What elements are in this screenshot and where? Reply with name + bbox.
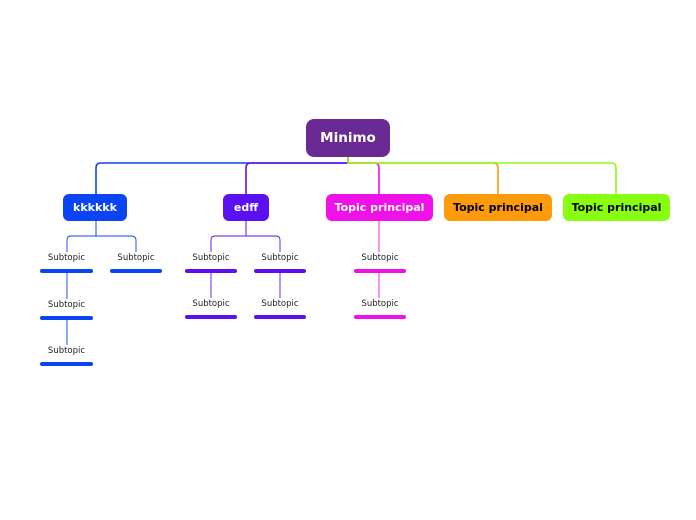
- subtopic-underline: [254, 315, 306, 319]
- subtopic-label: Subtopic: [47, 300, 86, 310]
- subtopic[interactable]: Subtopic: [354, 299, 406, 319]
- main-topic-edff[interactable]: edff: [223, 194, 269, 221]
- subtopic[interactable]: Subtopic: [40, 300, 93, 320]
- subtopic-label: Subtopic: [47, 253, 86, 263]
- subtopic-label: Subtopic: [361, 299, 399, 309]
- subtopic-label: Subtopic: [117, 253, 155, 263]
- subtopic[interactable]: Subtopic: [254, 253, 306, 273]
- central-topic[interactable]: Minimo: [306, 119, 390, 157]
- subtopic-underline: [40, 316, 93, 320]
- subtopic-underline: [40, 269, 93, 273]
- connector-kkkkkk-sub-left: [66, 221, 97, 252]
- connector-central-edff: [245, 157, 349, 194]
- subtopic[interactable]: Subtopic: [40, 346, 93, 366]
- subtopic-underline: [185, 315, 237, 319]
- subtopic-label: Subtopic: [261, 253, 299, 263]
- main-topic-label: kkkkkk: [73, 201, 117, 214]
- connector-edff-sub-right: [245, 221, 281, 252]
- subtopic-underline: [354, 315, 406, 319]
- main-topic-label: Topic principal: [571, 201, 662, 214]
- main-topic-principal-1[interactable]: Topic principal: [326, 194, 433, 221]
- main-topic-principal-3[interactable]: Topic principal: [563, 194, 670, 221]
- connector-edff-sub-left: [210, 221, 247, 252]
- subtopic-underline: [354, 269, 406, 273]
- connector-central-principal-3: [347, 157, 617, 194]
- subtopic[interactable]: Subtopic: [40, 253, 93, 273]
- subtopic-label: Subtopic: [47, 346, 86, 356]
- connector-central-kkkkkk: [95, 157, 349, 194]
- subtopic-label: Subtopic: [192, 299, 230, 309]
- subtopic[interactable]: Subtopic: [110, 253, 162, 273]
- connector-kkkkkk-sub-right: [95, 221, 137, 252]
- main-topic-principal-2[interactable]: Topic principal: [444, 194, 552, 221]
- subtopic[interactable]: Subtopic: [185, 299, 237, 319]
- subtopic-label: Subtopic: [192, 253, 230, 263]
- main-topic-kkkkkk[interactable]: kkkkkk: [63, 194, 127, 221]
- main-topic-label: Topic principal: [453, 201, 543, 214]
- subtopic[interactable]: Subtopic: [354, 253, 406, 273]
- main-topic-label: edff: [233, 201, 259, 214]
- subtopic[interactable]: Subtopic: [185, 253, 237, 273]
- central-topic-label: Minimo: [320, 130, 376, 146]
- subtopic-underline: [40, 362, 93, 366]
- subtopic[interactable]: Subtopic: [254, 299, 306, 319]
- subtopic-label: Subtopic: [361, 253, 399, 263]
- subtopic-underline: [110, 269, 162, 273]
- subtopic-label: Subtopic: [261, 299, 299, 309]
- main-topic-label: Topic principal: [334, 201, 425, 214]
- subtopic-underline: [254, 269, 306, 273]
- subtopic-underline: [185, 269, 237, 273]
